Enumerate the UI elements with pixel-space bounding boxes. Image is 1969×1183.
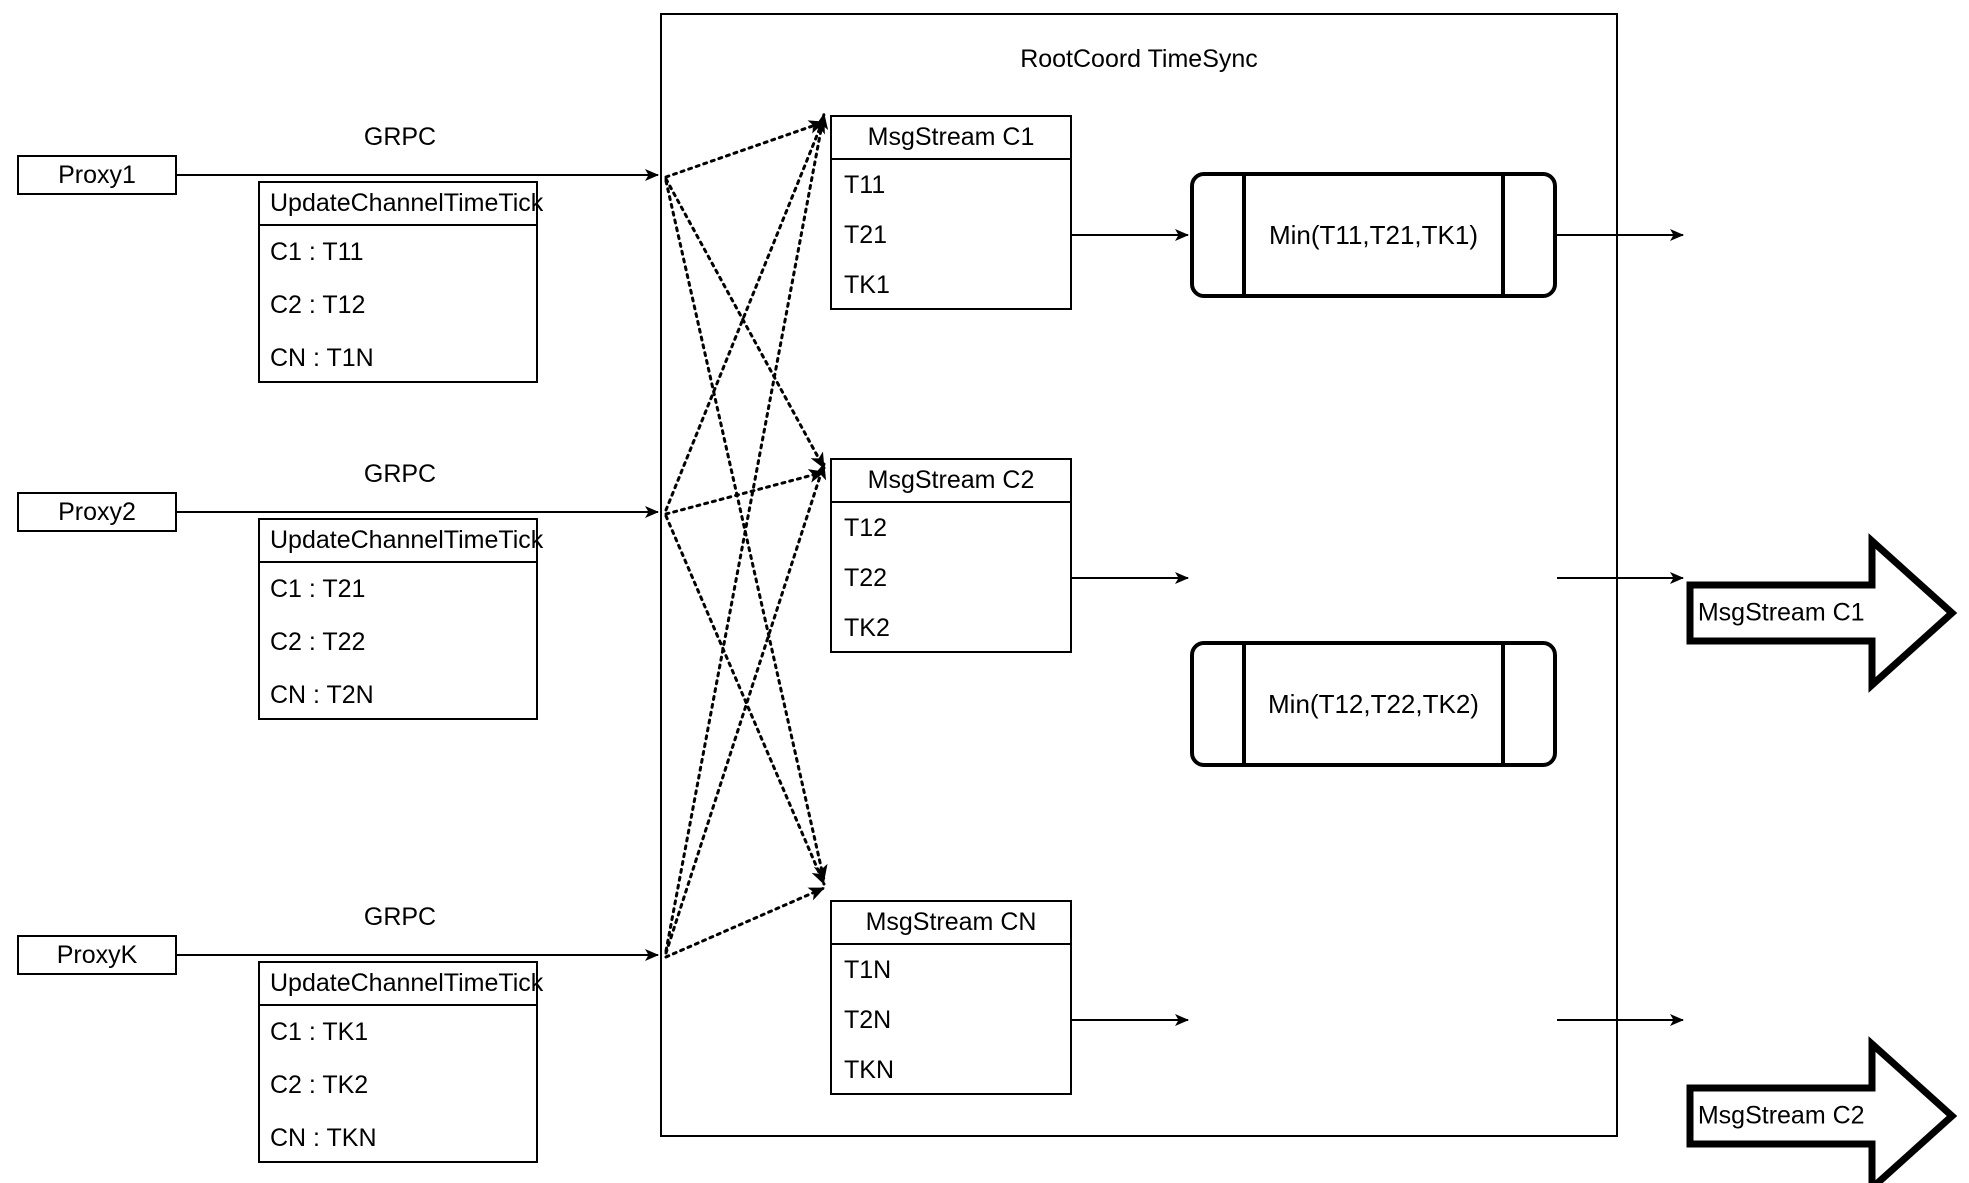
msgstream-rows: T1N T2N TKN bbox=[832, 945, 1070, 1095]
request-rows: C1 : T11 C2 : T12 CN : T1N bbox=[260, 226, 536, 385]
msgstream-row: T22 bbox=[844, 563, 888, 592]
request-title: UpdateChannelTimeTick bbox=[260, 520, 543, 563]
msgstream-title: MsgStream C1 bbox=[832, 117, 1070, 160]
msgstream-rows: T12 T22 TK2 bbox=[832, 503, 1070, 653]
block-arrow-icon bbox=[1686, 533, 1958, 693]
update-channel-timetick-box-3[interactable]: UpdateChannelTimeTick C1 : TK1 C2 : TK2 … bbox=[258, 961, 543, 1165]
min-process-box-1[interactable]: Min(T11,T21,TK1) bbox=[1190, 172, 1557, 298]
request-row: C1 : TK1 bbox=[270, 1018, 369, 1046]
proxy-box-2[interactable]: Proxy2 bbox=[17, 492, 177, 532]
request-row: C2 : TK2 bbox=[270, 1071, 369, 1099]
proxy-label: Proxy1 bbox=[58, 160, 136, 189]
request-row: CN : TKN bbox=[270, 1124, 377, 1152]
output-arrow-c2[interactable]: MsgStream C2 bbox=[1686, 1036, 1958, 1183]
msgstream-row: T1N bbox=[844, 955, 892, 984]
msgstream-rows: T11 T21 TK1 bbox=[832, 160, 1070, 310]
process-label: Min(T11,T21,TK1) bbox=[1268, 219, 1478, 250]
msgstream-row: TK1 bbox=[844, 270, 890, 299]
request-rows: C1 : TK1 C2 : TK2 CN : TKN bbox=[260, 1006, 536, 1165]
request-row: C2 : T22 bbox=[270, 628, 366, 656]
output-arrow-c1[interactable]: MsgStream C1 bbox=[1686, 533, 1958, 693]
grpc-label-1: GRPC bbox=[363, 123, 437, 151]
msgstream-row: TKN bbox=[844, 1055, 894, 1084]
proxy-label: ProxyK bbox=[56, 940, 138, 969]
msgstream-row: T21 bbox=[844, 220, 888, 249]
request-row: C1 : T11 bbox=[270, 238, 364, 266]
request-title: UpdateChannelTimeTick bbox=[260, 183, 543, 226]
msgstream-title: MsgStream CN bbox=[832, 902, 1070, 945]
msgstream-row: T12 bbox=[844, 513, 888, 542]
block-arrow-icon bbox=[1686, 1036, 1958, 1183]
request-rows: C1 : T21 C2 : T22 CN : T2N bbox=[260, 563, 536, 722]
process-left-bar bbox=[1242, 641, 1246, 767]
update-channel-timetick-box-2[interactable]: UpdateChannelTimeTick C1 : T21 C2 : T22 … bbox=[258, 518, 543, 722]
request-row: C2 : T12 bbox=[270, 291, 366, 319]
process-right-bar bbox=[1501, 172, 1505, 298]
min-process-box-2[interactable]: Min(T12,T22,TK2) bbox=[1190, 641, 1557, 767]
grpc-label-2: GRPC bbox=[363, 460, 437, 488]
request-row: CN : T1N bbox=[270, 344, 374, 372]
msgstream-row: T11 bbox=[844, 170, 886, 199]
proxy-box-3[interactable]: ProxyK bbox=[17, 935, 177, 975]
process-label: Min(T12,T22,TK2) bbox=[1268, 688, 1479, 719]
process-right-bar bbox=[1501, 641, 1505, 767]
request-row: C1 : T21 bbox=[270, 575, 366, 603]
msgstream-box-c2[interactable]: MsgStream C2 T12 T22 TK2 bbox=[830, 458, 1072, 653]
request-title: UpdateChannelTimeTick bbox=[260, 963, 543, 1006]
msgstream-row: T2N bbox=[844, 1005, 892, 1034]
rootcoord-timesync-title: RootCoord TimeSync bbox=[1020, 45, 1258, 73]
msgstream-row: TK2 bbox=[844, 613, 890, 642]
grpc-label-3: GRPC bbox=[363, 903, 437, 931]
msgstream-box-c1[interactable]: MsgStream C1 T11 T21 TK1 bbox=[830, 115, 1072, 310]
request-row: CN : T2N bbox=[270, 681, 374, 709]
msgstream-box-cn[interactable]: MsgStream CN T1N T2N TKN bbox=[830, 900, 1072, 1095]
proxy-box-1[interactable]: Proxy1 bbox=[17, 155, 177, 195]
process-left-bar bbox=[1242, 172, 1246, 298]
proxy-label: Proxy2 bbox=[58, 497, 136, 526]
rootcoord-timesync-container bbox=[660, 13, 1618, 1137]
msgstream-title: MsgStream C2 bbox=[832, 460, 1070, 503]
update-channel-timetick-box-1[interactable]: UpdateChannelTimeTick C1 : T11 C2 : T12 … bbox=[258, 181, 543, 385]
